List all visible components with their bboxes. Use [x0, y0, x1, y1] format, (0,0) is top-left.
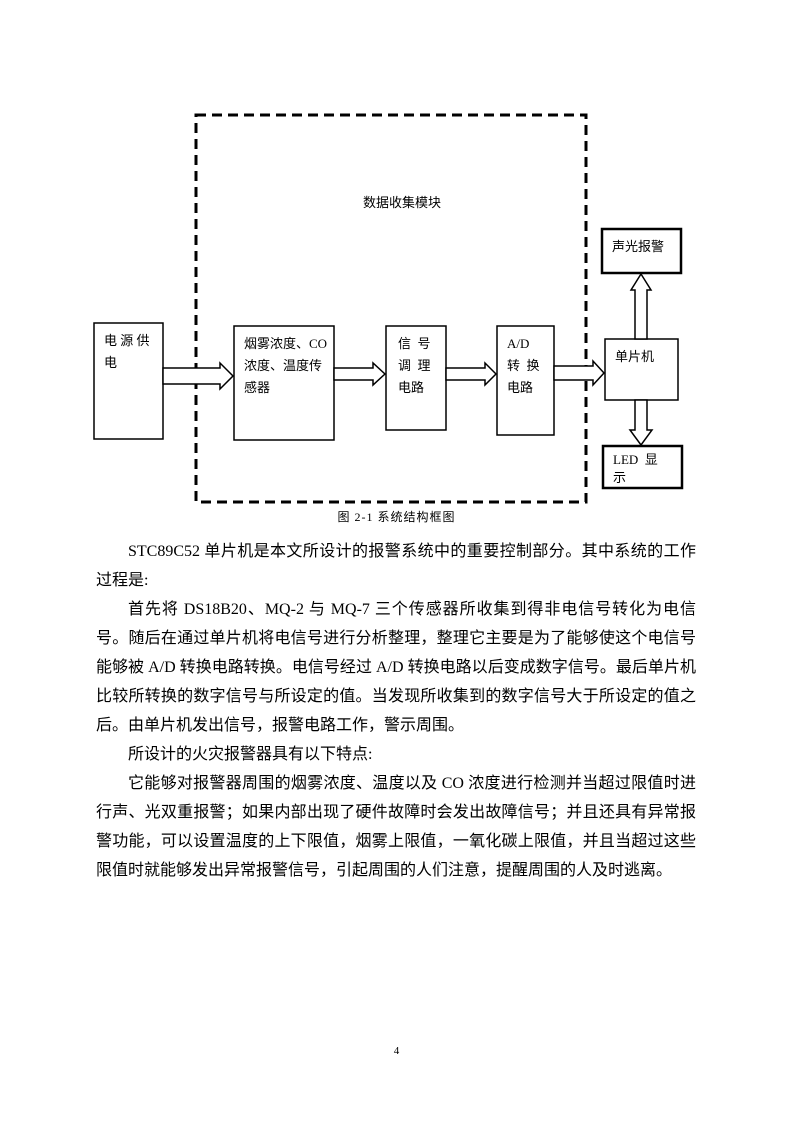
alarm-label: 声光报警	[612, 239, 665, 254]
led-label-line: 示	[613, 470, 627, 485]
data-collection-module-border	[194, 113, 588, 504]
arrow-power-to-sensor	[162, 361, 235, 391]
led-label-line: LED 显	[613, 452, 658, 467]
signal-label-line: 电路	[398, 380, 425, 395]
paragraph: 所设计的火灾报警器具有以下特点:	[128, 746, 373, 763]
arrow-mcu-to-alarm	[629, 272, 653, 340]
signal-conditioning-label: 信 号 调 理 电路	[398, 333, 431, 399]
paragraph: STC89C52 单片机是本文所设计的报警系统中的重要控制部分。其中系统的工作过…	[96, 543, 696, 589]
arrow-mcu-to-led	[628, 399, 654, 447]
mcu-label: 单片机	[615, 349, 655, 364]
power-label-line: 电	[104, 355, 118, 370]
sensor-label-line: 烟雾浓度、CO	[244, 336, 328, 351]
arrow-signal-to-ad	[445, 361, 498, 387]
sensor-box	[233, 325, 335, 441]
sensor-label: 烟雾浓度、CO 浓度、温度传 感器	[244, 333, 327, 399]
signal-label-line: 调 理	[398, 358, 431, 373]
paragraph: 首先将 DS18B20、MQ-2 与 MQ-7 三个传感器所收集到得非电信号转化…	[96, 601, 696, 734]
system-block-diagram	[93, 113, 684, 504]
ad-label-line: 转 换	[507, 358, 540, 373]
arrow-ad-to-mcu	[553, 359, 606, 387]
arrow-sensor-to-signal	[333, 361, 387, 387]
alarm-box	[600, 227, 683, 275]
ad-label-line: A/D	[507, 336, 530, 351]
paragraph: 它能够对报警器周围的烟雾浓度、温度以及 CO 浓度进行检测并当超过限值时进行声、…	[96, 775, 696, 879]
signal-label-line: 信 号	[398, 336, 431, 351]
figure-caption: 图 2-1 系统结构框图	[337, 510, 456, 524]
power-label-line: 电 源 供	[104, 333, 150, 348]
module-label: 数据收集模块	[363, 195, 442, 210]
power-supply-label: 电 源 供 电	[104, 330, 150, 374]
sensor-label-line: 感器	[244, 380, 271, 395]
sensor-label-line: 浓度、温度传	[244, 358, 323, 373]
ad-converter-label: A/D 转 换 电路	[507, 333, 540, 399]
ad-label-line: 电路	[507, 380, 534, 395]
signal-conditioning-box	[385, 325, 447, 431]
page-number: 4	[393, 1045, 400, 1057]
body-text: STC89C52 单片机是本文所设计的报警系统中的重要控制部分。其中系统的工作过…	[96, 537, 696, 885]
mcu-box	[604, 338, 679, 401]
led-display-label: LED 显 示	[605, 447, 680, 486]
led-display-box	[601, 444, 684, 490]
